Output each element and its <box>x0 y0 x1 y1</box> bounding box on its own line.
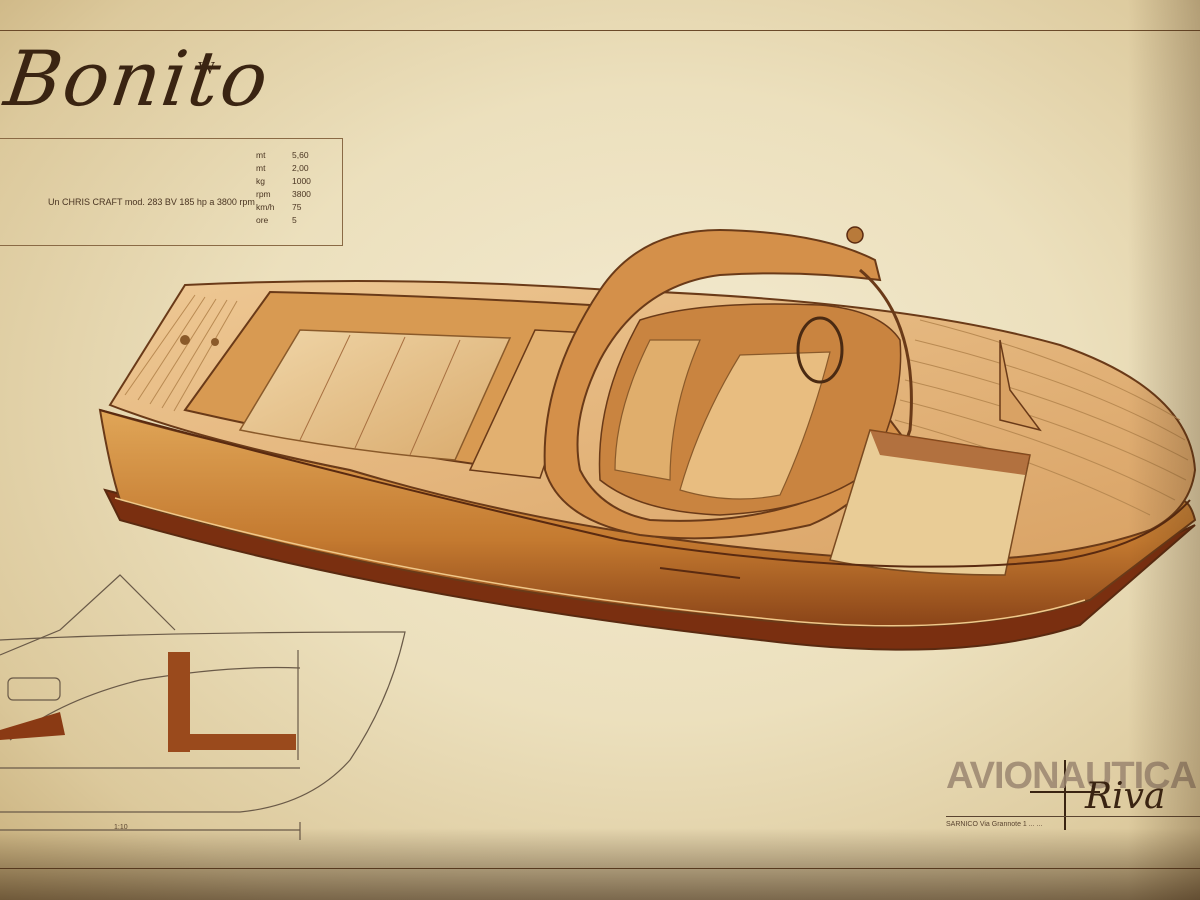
deck-fitting <box>180 335 190 345</box>
bow-deck-planks <box>894 319 1189 516</box>
rub-rail <box>99 409 1191 568</box>
mirror-knob <box>846 226 864 244</box>
maker-signature: Riva <box>1085 776 1166 817</box>
title-mark: W <box>198 58 215 78</box>
bottom-border-line <box>0 868 1200 869</box>
windshield-frame <box>543 228 907 540</box>
hull-badge <box>659 567 741 579</box>
steering-wheel <box>796 316 844 384</box>
stern-deck-planks <box>124 294 238 412</box>
profile-seat-back <box>0 712 65 740</box>
bow-flagpole <box>999 339 1042 432</box>
engine-spec-line: Un CHRIS CRAFT mod. 283 BV 185 hp a 3800… <box>48 197 255 207</box>
top-border-line <box>0 30 1200 31</box>
side-profile-drawing <box>0 574 406 840</box>
chine-line <box>114 497 1086 627</box>
bow-cushion-shadow <box>870 430 1030 475</box>
front-seat-base <box>679 351 831 500</box>
profile-bulkhead <box>168 652 190 752</box>
rear-bench-cushion <box>238 329 512 461</box>
profile-floor <box>176 734 296 750</box>
maker-cross <box>1030 760 1100 830</box>
specifications-box: Un CHRIS CRAFT mod. 283 BV 185 hp a 3800… <box>0 138 343 246</box>
maker-name: AVIONAUTICA <box>946 755 1197 797</box>
cushion-seams <box>299 334 461 456</box>
maker-address: SARNICO Via Grannote 1 ... ... <box>946 816 1200 828</box>
scale-note: 1:10 <box>114 824 128 831</box>
front-seat-back <box>614 339 701 481</box>
deck-fitting <box>211 338 219 346</box>
